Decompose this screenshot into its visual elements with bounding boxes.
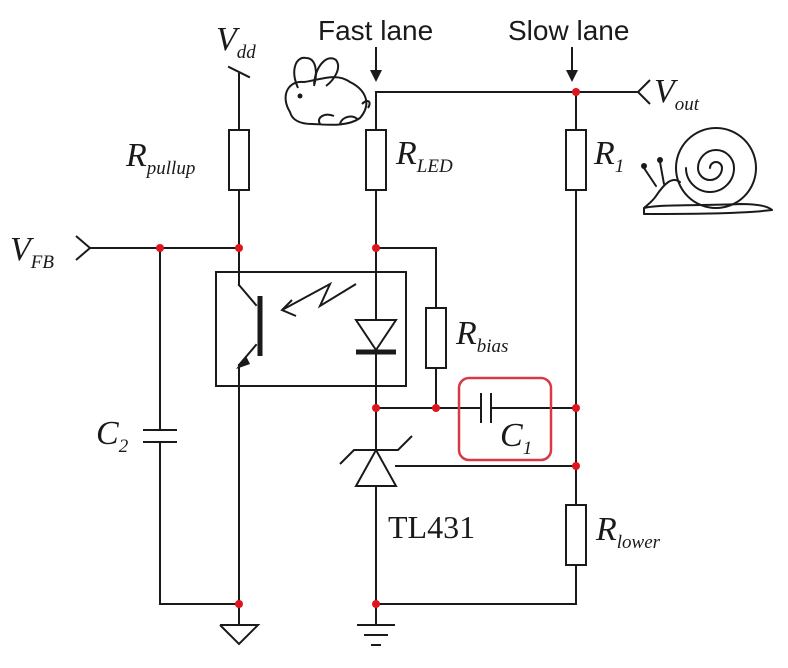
vfb-label: VFB	[10, 231, 54, 273]
rpullup-resistor	[228, 129, 250, 191]
rlower-resistor	[565, 504, 587, 566]
led-diode	[354, 319, 398, 451]
fast-lane-arrow	[370, 47, 382, 82]
r1-label: R1	[593, 135, 624, 177]
node-dot	[156, 244, 164, 252]
rpullup-label: Rpullup	[125, 137, 195, 179]
node-dot	[372, 600, 380, 608]
c1-label: C1	[500, 417, 532, 459]
rled-resistor	[365, 129, 387, 191]
slow-lane-arrow	[566, 47, 578, 82]
node-dot	[572, 404, 580, 412]
rled-label: RLED	[395, 135, 453, 177]
tl431-label: TL431	[388, 509, 475, 545]
optocoupler-box	[215, 271, 407, 387]
opto-transistor	[236, 247, 263, 605]
c2-capacitor	[143, 247, 240, 605]
node-dot	[372, 244, 380, 252]
vout-label: Vout	[654, 73, 700, 115]
ground-symbol-right	[357, 603, 395, 646]
vdd-supply	[227, 65, 251, 131]
node-dot	[235, 244, 243, 252]
node-dot	[572, 462, 580, 470]
c1-highlight-box	[457, 376, 553, 462]
node-dots	[156, 88, 580, 608]
c2-label: C2	[96, 415, 129, 457]
snail-icon	[641, 127, 773, 215]
fast-lane-label: Fast lane	[318, 15, 433, 46]
node-dot	[372, 404, 380, 412]
ground-symbol-left	[219, 603, 261, 646]
node-dot	[572, 88, 580, 96]
rlower-label: Rlower	[595, 511, 661, 553]
vfb-input-arrow	[75, 235, 240, 261]
vout-output-arrow	[575, 79, 651, 105]
r1-resistor	[565, 129, 587, 191]
vdd-label: Vdd	[216, 21, 256, 63]
slow-lane-label: Slow lane	[508, 15, 629, 46]
c1-capacitor	[375, 393, 577, 423]
rabbit-icon	[284, 56, 371, 126]
rbias-label: Rbias	[455, 315, 508, 357]
tl431-regulator	[339, 435, 577, 605]
node-dot	[432, 404, 440, 412]
rbias-branch	[375, 247, 447, 409]
node-dot	[235, 600, 243, 608]
light-arrow-icon	[280, 281, 357, 317]
